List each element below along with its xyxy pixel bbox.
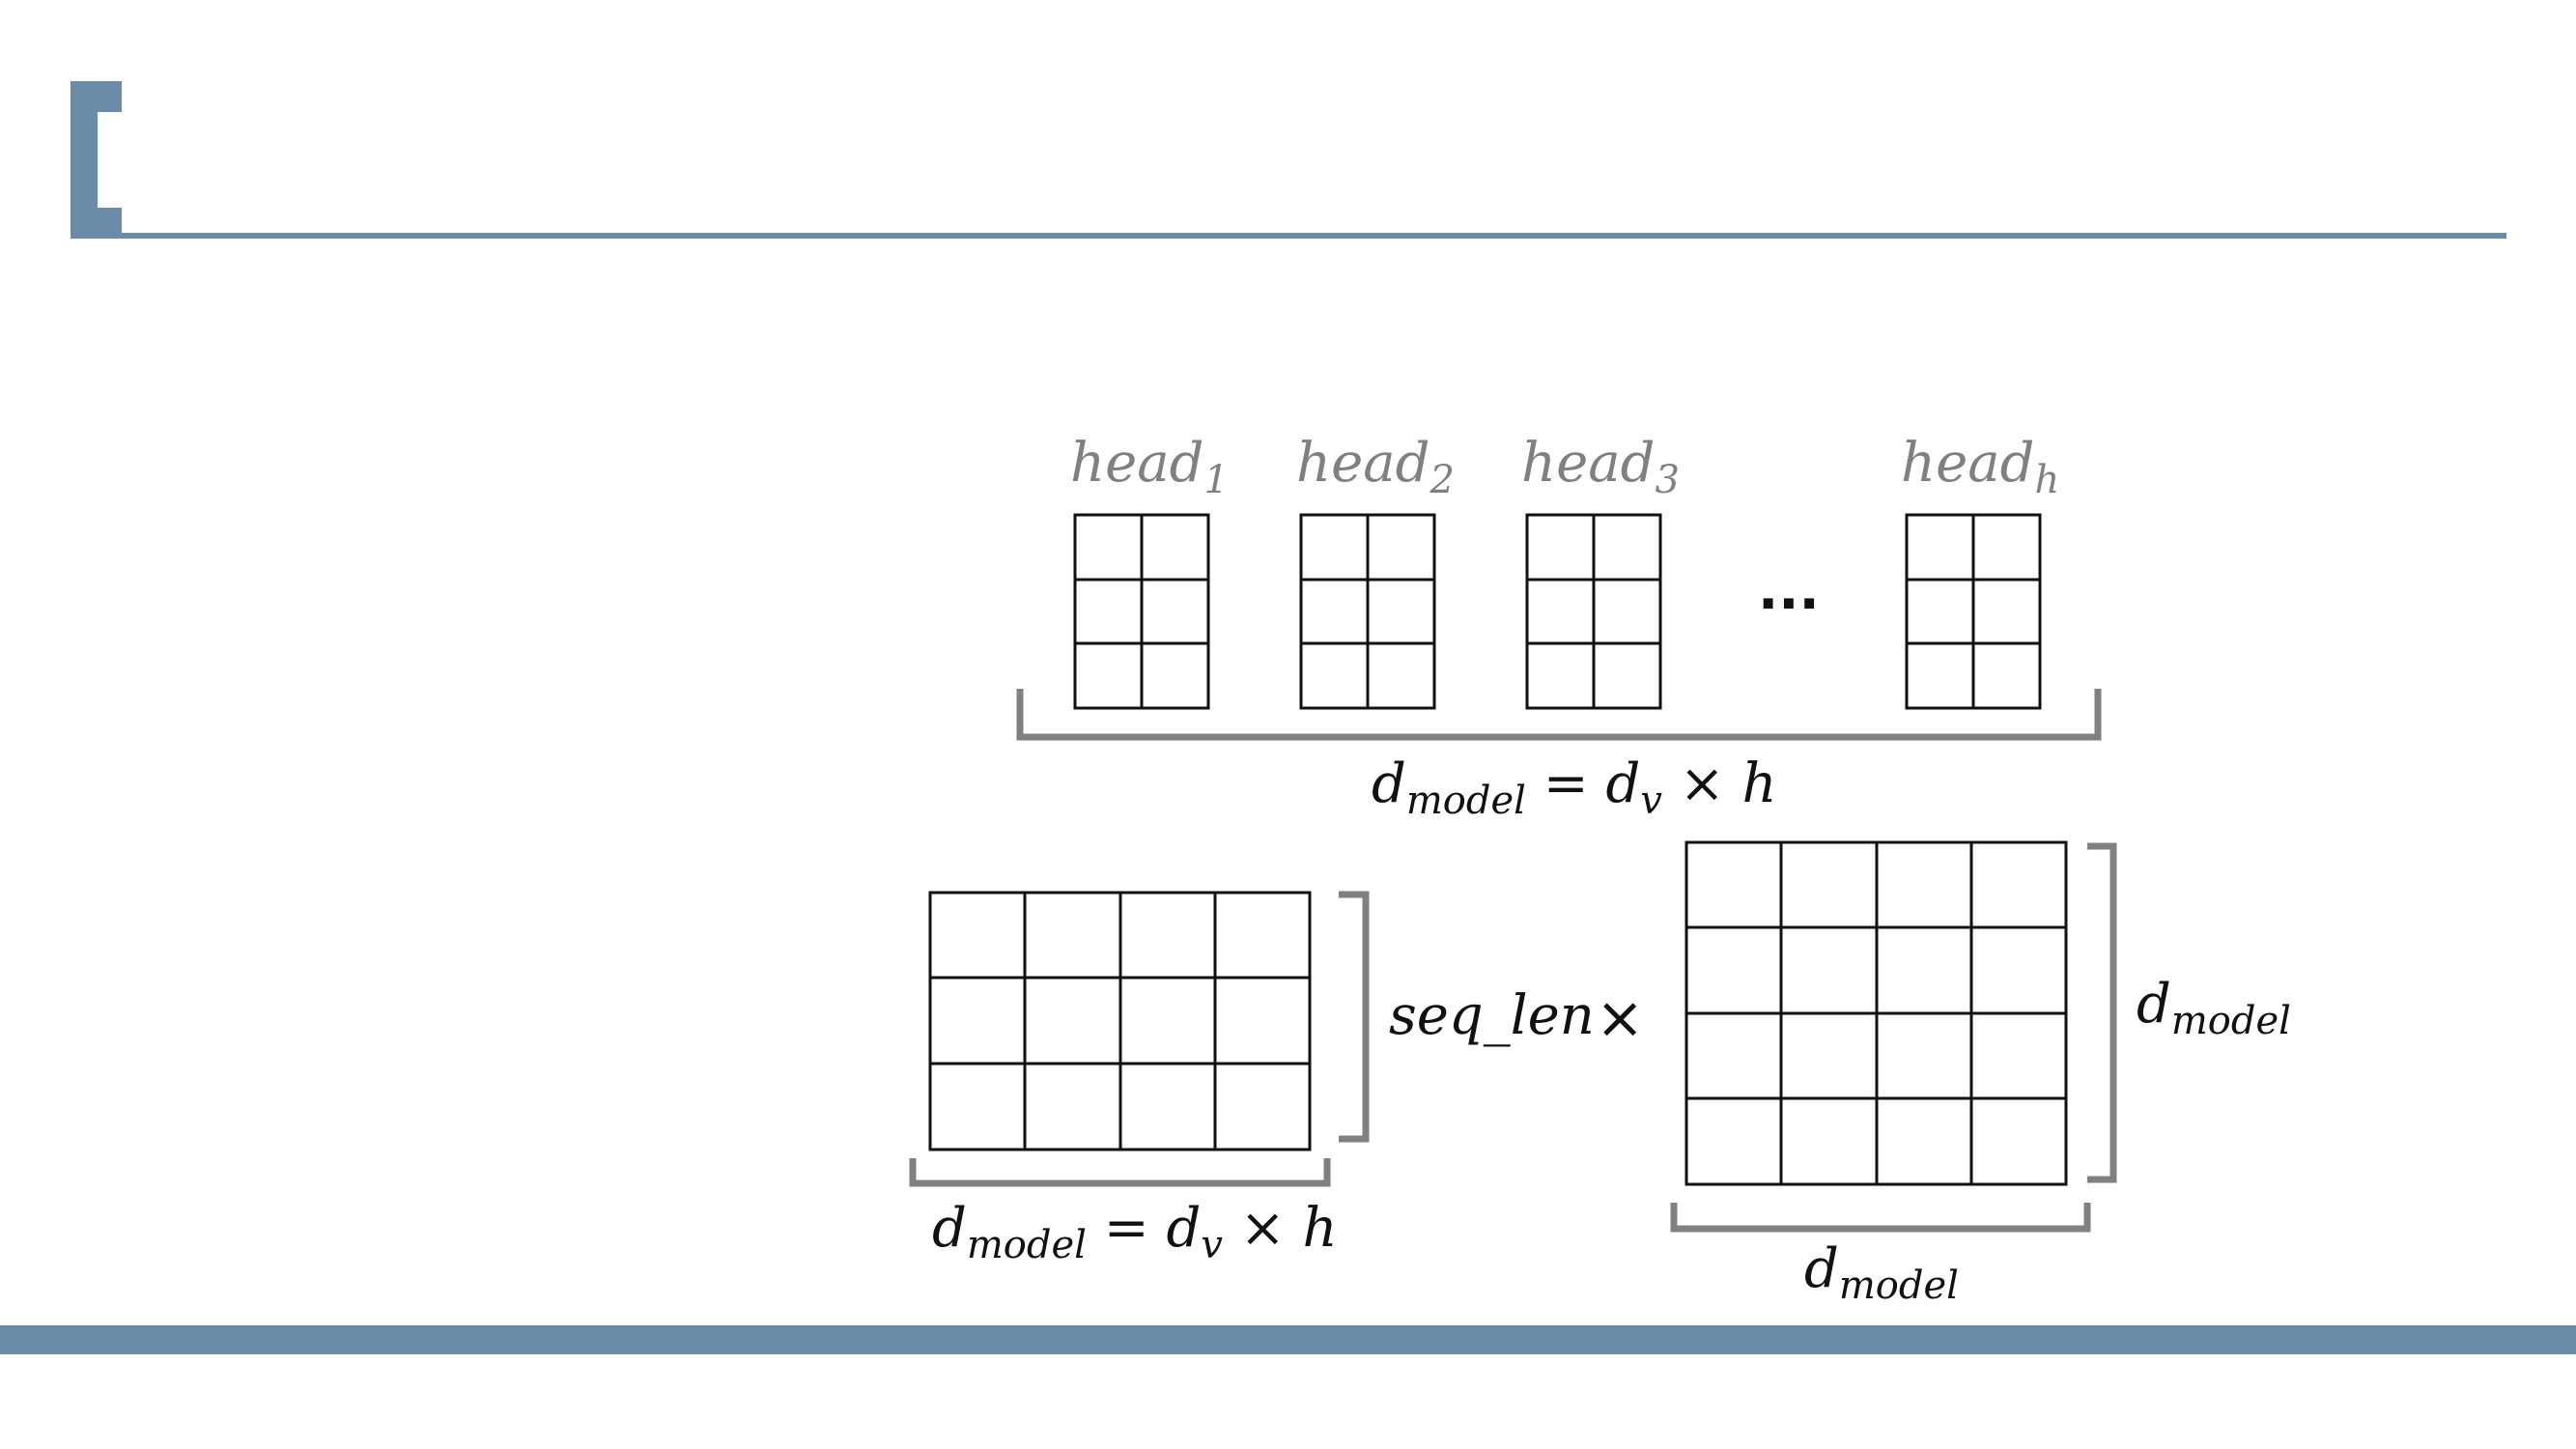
weight-matrix: [1684, 840, 2068, 1186]
head-label-1: head1: [1070, 432, 1229, 502]
left-dmodel-equation: dmodel = dv × h: [932, 1197, 1338, 1267]
input-matrix: [928, 891, 1312, 1151]
input-width-brace: [909, 1158, 1331, 1187]
top-dmodel-equation: dmodel = dv × h: [1372, 753, 1777, 823]
header-decoration: [71, 81, 2506, 239]
seq-len-brace: [1339, 891, 1370, 1143]
head-label-2: head2: [1296, 432, 1455, 502]
heads-brace: [1016, 689, 2102, 741]
head-matrix-2: [1299, 513, 1436, 710]
header-rule: [71, 233, 2506, 239]
head-matrix-h: [1905, 513, 2042, 710]
heads-ellipsis: ...: [1758, 559, 1820, 622]
head-label-h: headh: [1901, 432, 2059, 502]
header-bracket: [71, 81, 122, 235]
right-dmodel-label: dmodel: [2137, 973, 2291, 1043]
weight-width-brace: [1670, 1203, 2091, 1233]
head-label-3: head3: [1521, 432, 1680, 502]
weight-height-brace: [2087, 842, 2117, 1183]
bottom-dmodel-label: dmodel: [1804, 1237, 1959, 1308]
multiply-sign: ×: [1596, 984, 1644, 1052]
seq-len-label: seq_len: [1389, 984, 1595, 1047]
head-matrix-3: [1525, 513, 1662, 710]
head-labels: head1 head2 head3 headh: [1070, 432, 2059, 502]
head-matrix-1: [1073, 513, 1210, 710]
footer-band: [0, 1325, 2576, 1354]
